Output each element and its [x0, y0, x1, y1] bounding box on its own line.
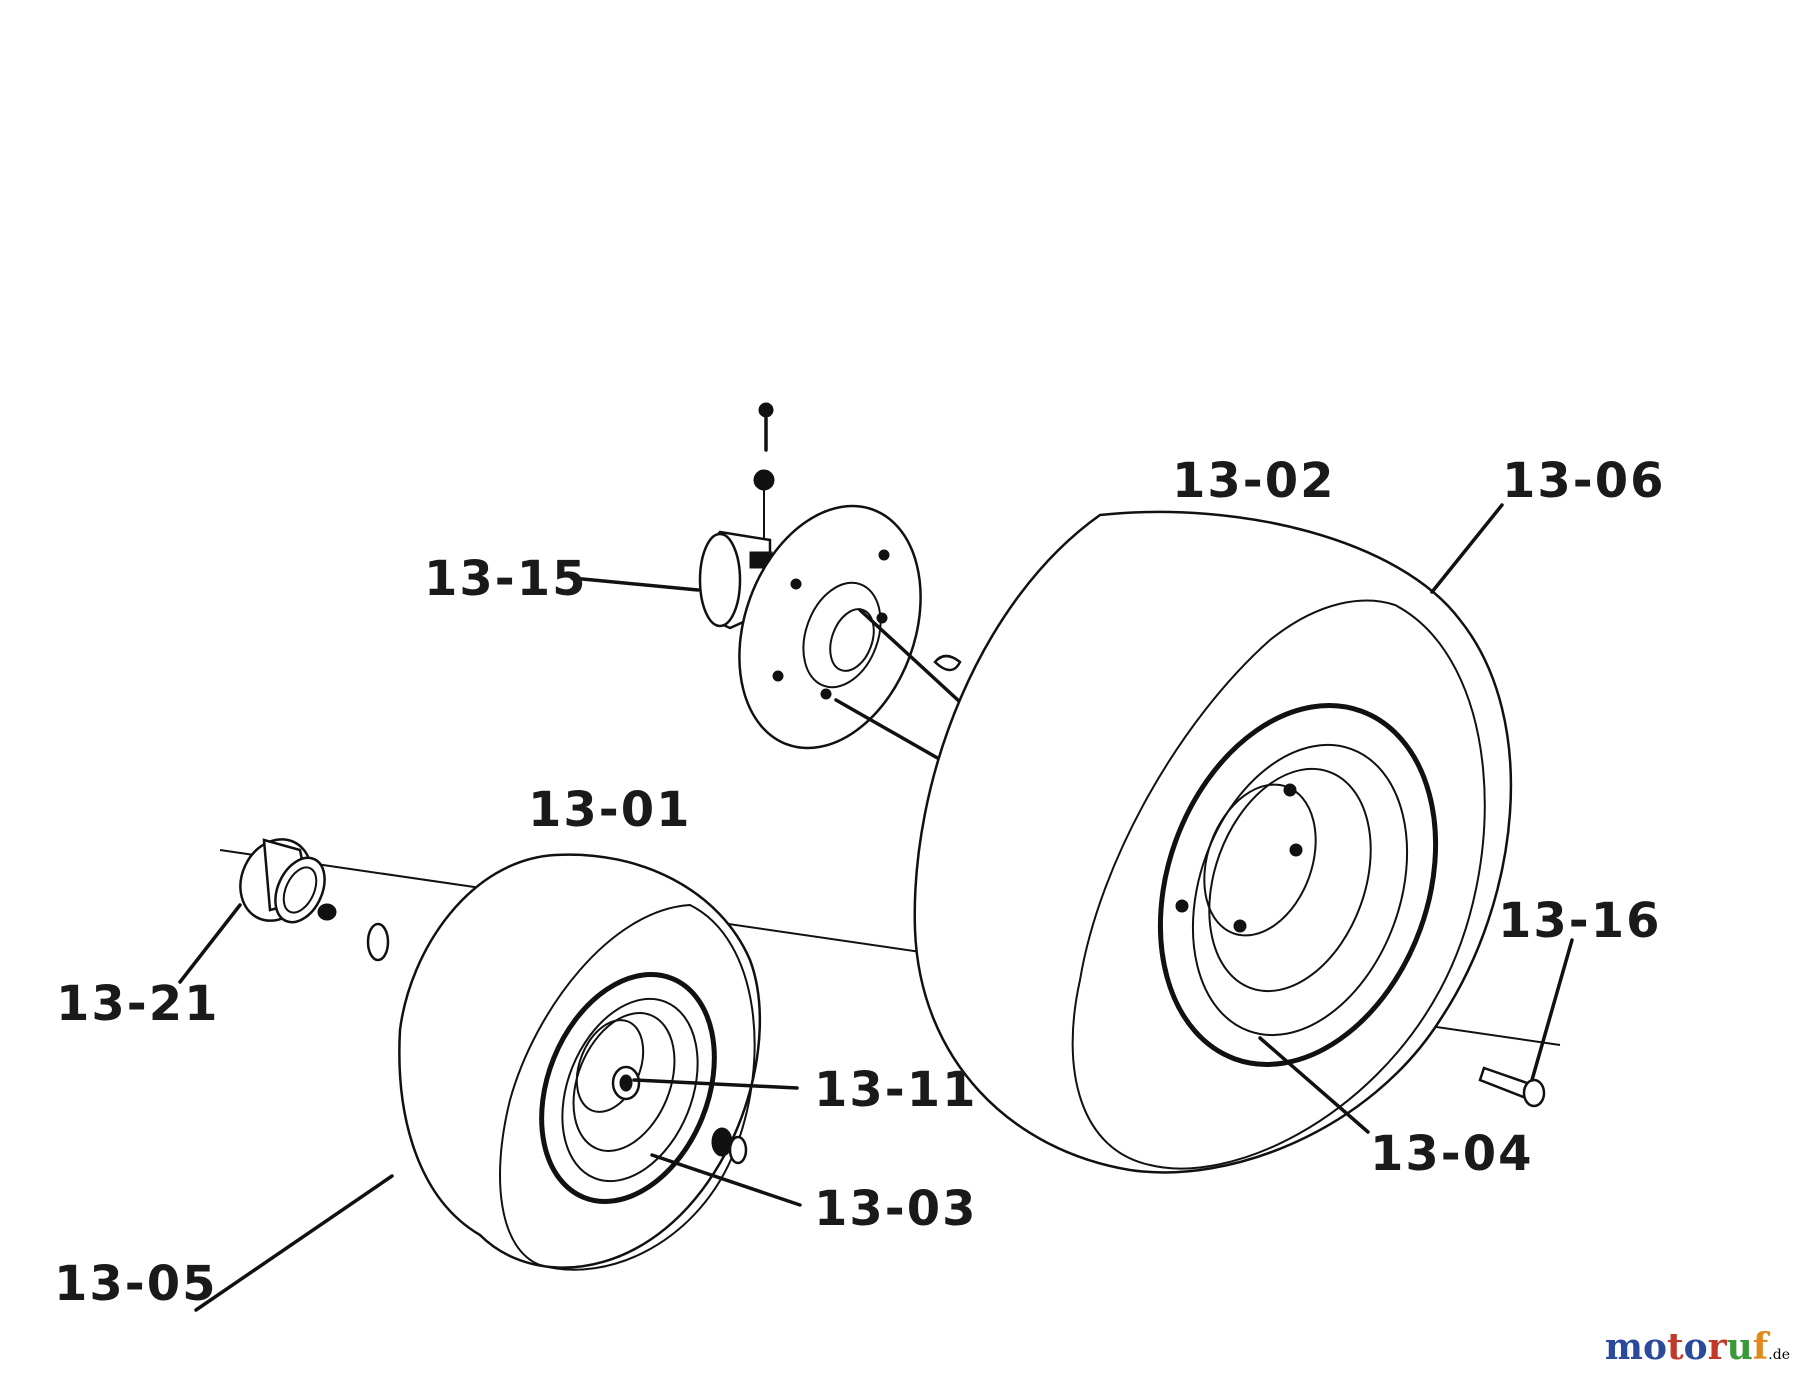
watermark-suffix: .de [1768, 1347, 1790, 1363]
label-13-16: 13-16 [1498, 893, 1662, 949]
label-13-06: 13-06 [1502, 453, 1666, 509]
label-13-04: 13-04 [1370, 1126, 1534, 1182]
label-13-15: 13-15 [424, 551, 588, 607]
label-13-01: 13-01 [528, 782, 692, 838]
hub-flange [698, 402, 987, 770]
label-13-21: 13-21 [56, 976, 220, 1032]
label-13-05: 13-05 [54, 1256, 218, 1312]
small-front-wheel [239, 838, 762, 1271]
large-rear-wheel [913, 510, 1546, 1174]
label-13-03: 13-03 [814, 1181, 978, 1237]
part-labels: 13-02 13-06 13-15 13-01 13-21 13-11 13-1… [54, 453, 1666, 1312]
label-13-11: 13-11 [814, 1062, 978, 1118]
motoruf-watermark: motoruf.de [1605, 1326, 1790, 1368]
leader-lines [178, 503, 1574, 1312]
watermark-text: motoruf [1604, 1326, 1769, 1368]
label-13-02: 13-02 [1172, 453, 1336, 509]
